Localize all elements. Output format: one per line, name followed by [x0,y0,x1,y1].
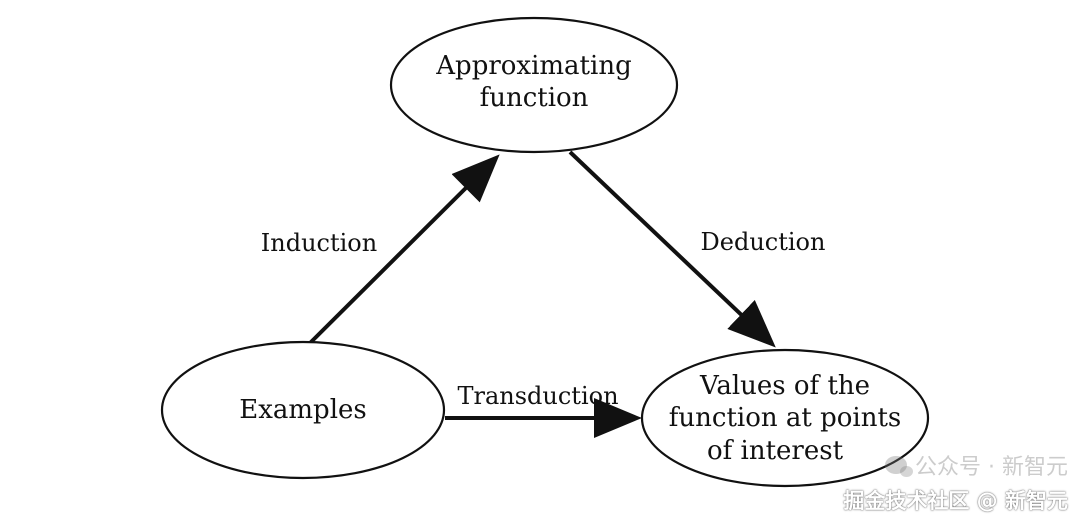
examples-label: Examples [239,395,367,425]
values-line-2: function at points [669,403,901,433]
deduction-label: Deduction [701,228,826,256]
wechat-icon [885,456,914,477]
induction-arrow [301,154,500,352]
values-line-1: Values of the [699,371,870,401]
watermark-top-text: 公众号 · 新智元 [915,455,1068,480]
approximating-function-node: Approximating function [389,16,679,154]
watermark-top: 公众号 · 新智元 [885,449,1068,481]
values-line-3: of interest [707,436,844,466]
watermark: 公众号 · 新智元 掘金技术社区 @ 新智元 [843,449,1068,515]
transduction-label: Transduction [457,382,618,410]
approximating-function-line-1: Approximating [435,51,631,81]
approximating-function-line-2: function [480,83,589,113]
values-of-interest-node: Values of the function at points of inte… [640,348,930,488]
induction-label: Induction [261,229,377,257]
deduction-arrow [568,150,776,348]
examples-node: Examples [160,340,446,480]
watermark-bottom-text: 掘金技术社区 @ 新智元 [843,489,1068,513]
